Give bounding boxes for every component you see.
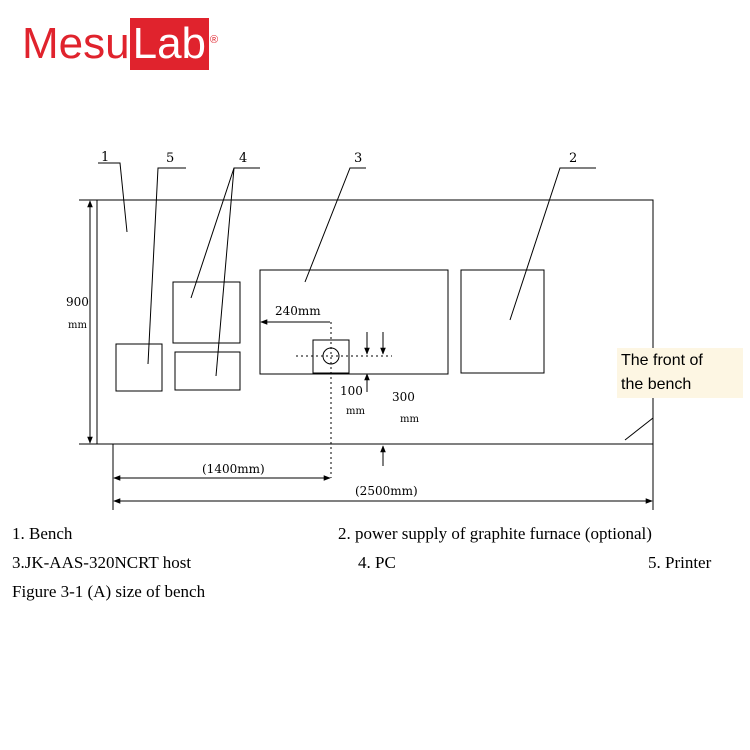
logo-text: Mesu	[22, 19, 130, 68]
leader-4a	[190, 167, 260, 299]
dim-2500-label: (2500mm)	[355, 484, 418, 498]
dim-100-unit: mm	[346, 406, 365, 417]
legend-item-host: 3.JK-AAS-320NCRT host	[12, 553, 192, 572]
figure-caption: Figure 3-1 (A) size of bench	[12, 582, 206, 601]
legend-item-power-supply: 2. power supply of graphite furnace (opt…	[338, 524, 652, 543]
mesulab-logo: MesuLab®	[22, 14, 218, 74]
registered-mark: ®	[210, 34, 219, 46]
dim-300-unit: mm	[400, 414, 419, 425]
legend-item-pc: 4. PC	[358, 553, 396, 572]
legend-item-printer: 5. Printer	[648, 553, 712, 572]
front-note-line2: the bench	[621, 376, 692, 393]
callout-2: 2	[569, 151, 577, 166]
dim-900-unit: mm	[68, 320, 87, 331]
logo-text-box: Lab	[129, 18, 210, 70]
pc-keyboard-box	[174, 351, 241, 391]
dim-100-value: 100	[340, 384, 363, 398]
leader-2	[509, 167, 596, 321]
leader-3	[304, 167, 366, 283]
callout-4: 4	[239, 151, 247, 166]
legend-item-bench: 1. Bench	[12, 524, 73, 543]
leader-4b	[215, 167, 235, 377]
dim-240-label: 240mm	[275, 304, 321, 318]
callout-3: 3	[354, 151, 362, 166]
front-note-line1: The front of	[621, 352, 703, 369]
callout-5: 5	[166, 151, 174, 166]
bench-outline	[96, 199, 654, 445]
printer-box	[115, 343, 163, 392]
front-of-bench-note: The front of the bench	[617, 348, 743, 398]
dim-900-value: 900	[66, 295, 89, 309]
host-box	[259, 269, 449, 375]
dim-300-value: 300	[392, 390, 415, 404]
dim-1400-label: (1400mm)	[202, 462, 265, 476]
leader-5	[147, 167, 186, 365]
pc-monitor-box	[172, 281, 241, 344]
leader-1	[98, 162, 128, 233]
callout-1: 1	[101, 150, 109, 165]
power-supply-box	[460, 269, 545, 374]
leader-front	[624, 417, 654, 441]
